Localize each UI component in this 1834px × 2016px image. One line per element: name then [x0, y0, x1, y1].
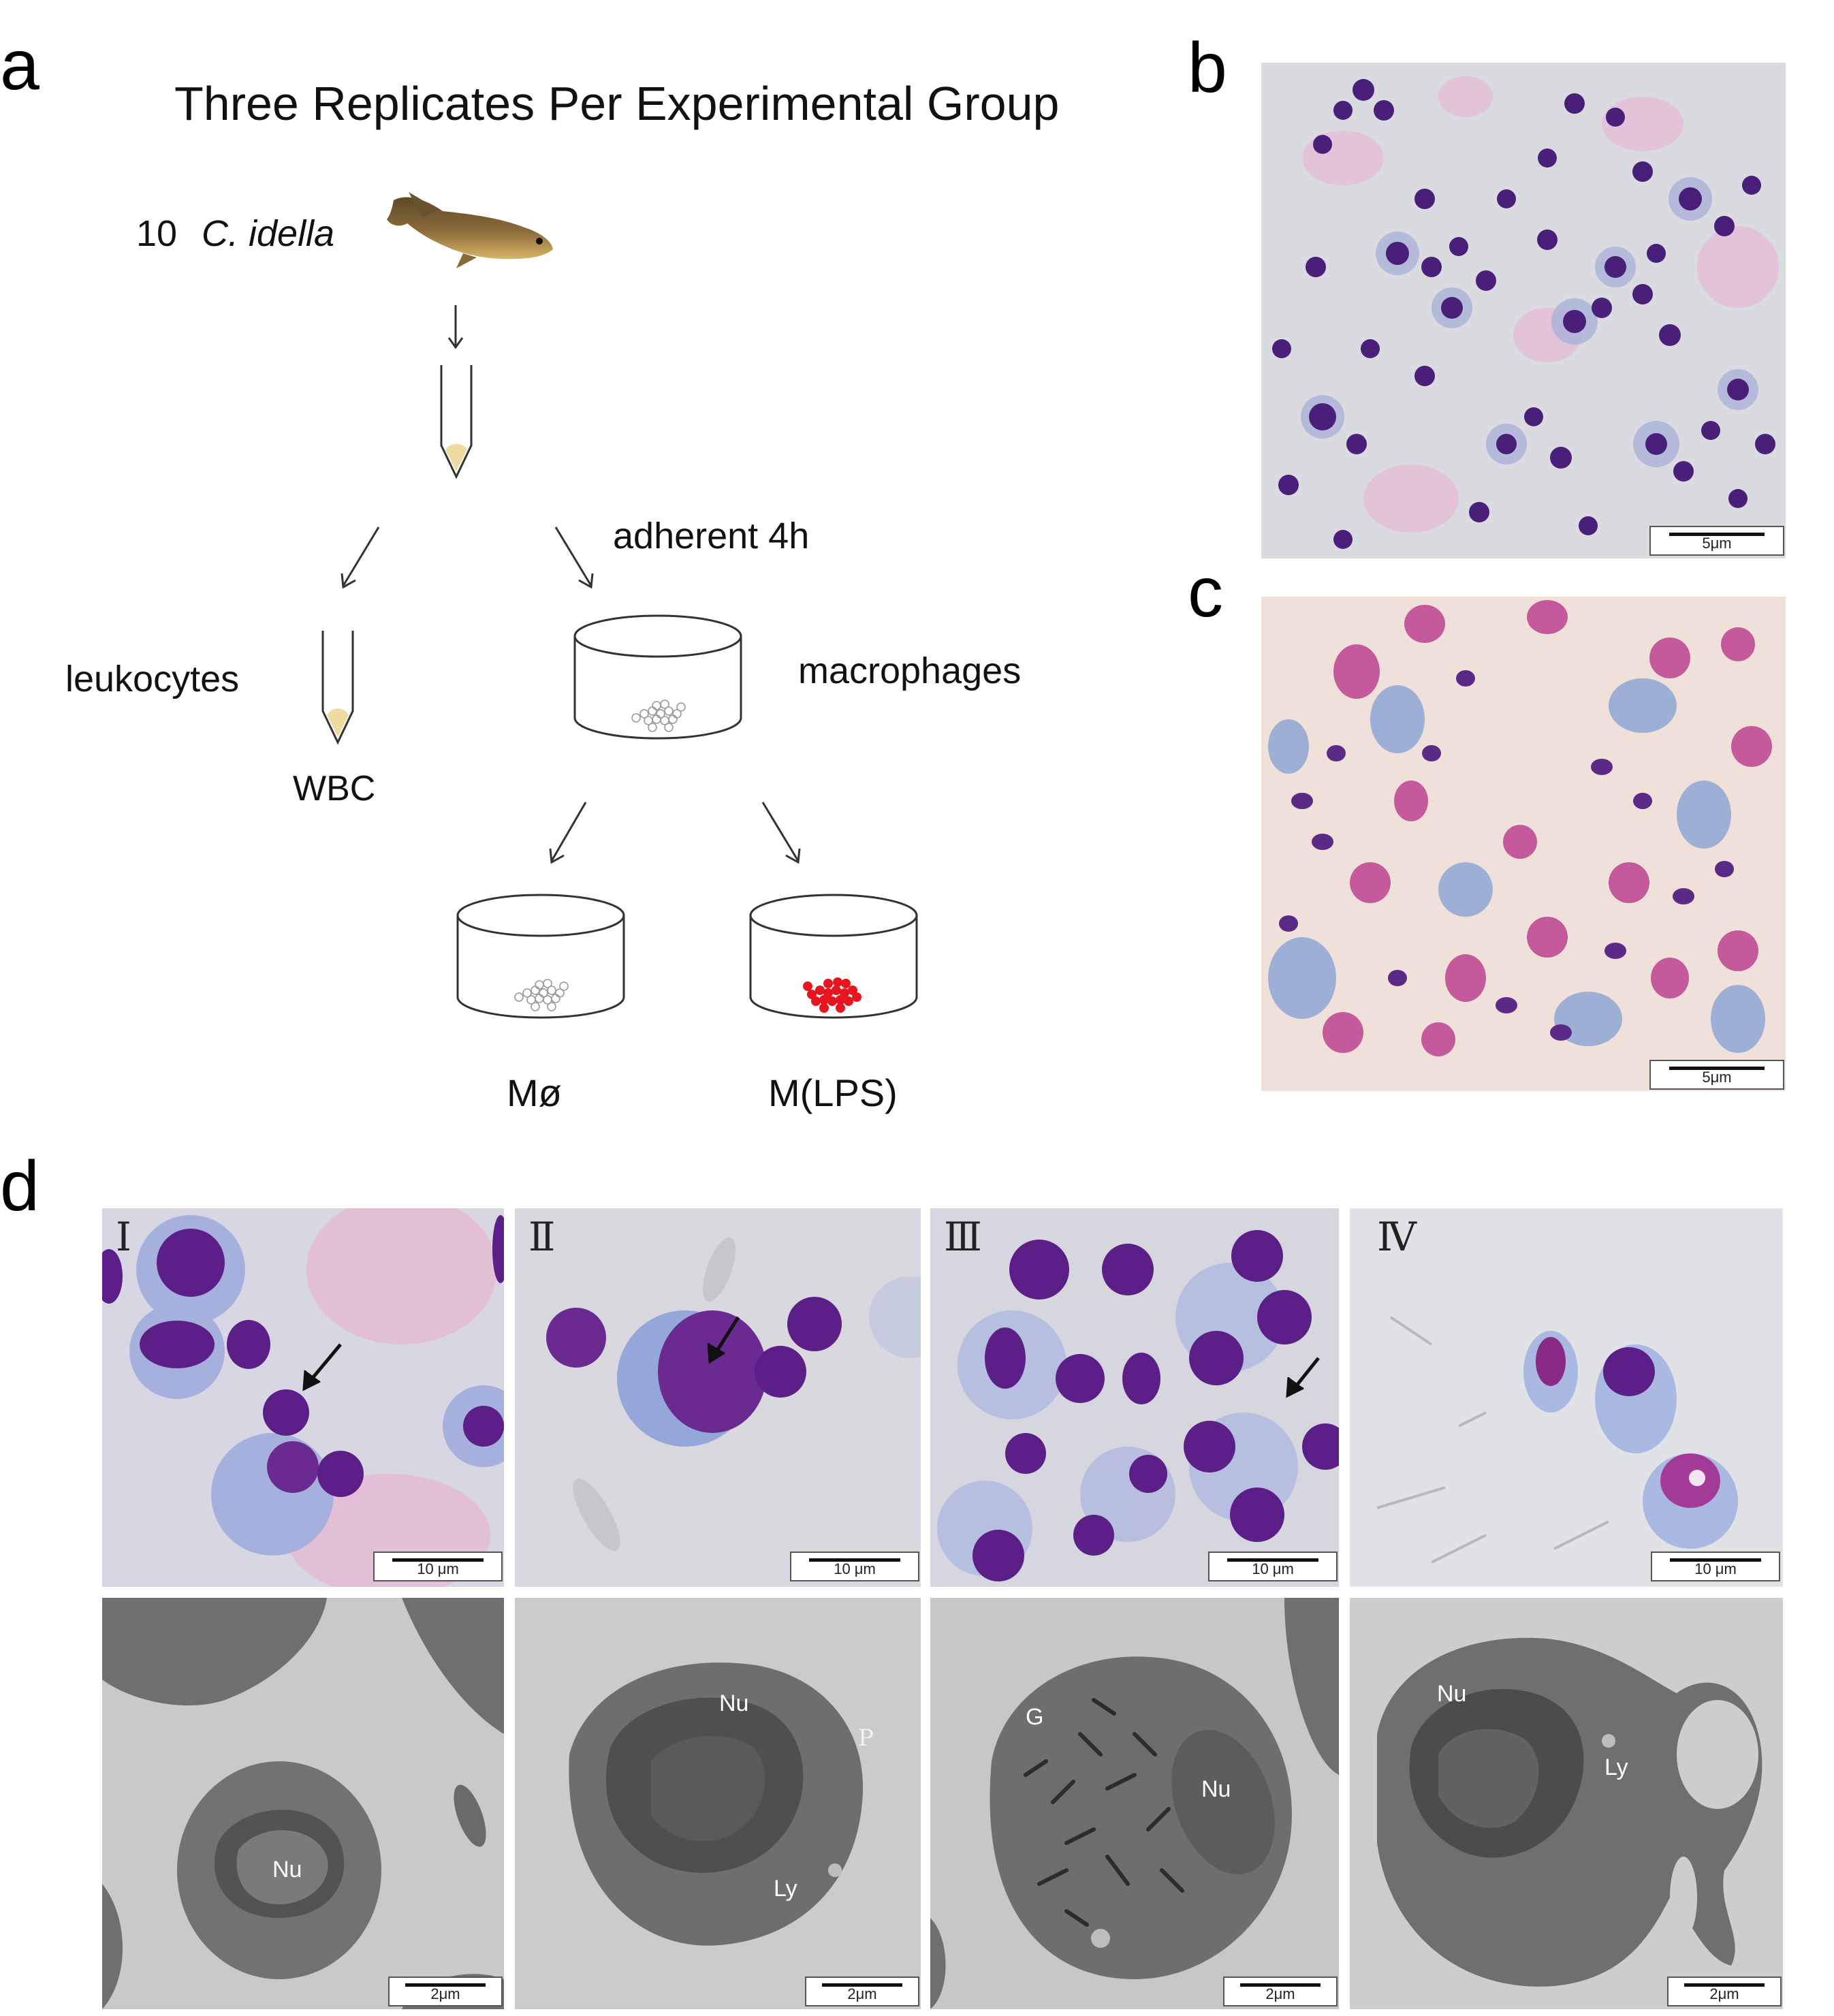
roman-numeral-4: Ⅳ — [1377, 1214, 1417, 1260]
panel-letter-b: b — [1188, 29, 1227, 108]
micrograph-d-em-1: Nu 2μm — [102, 1598, 504, 2009]
arrow-to-mlps — [761, 802, 801, 864]
dish-mo — [456, 894, 625, 1019]
schematic-title: Three Replicates Per Experimental Group — [174, 77, 1060, 130]
fish-count: 10 — [136, 213, 178, 254]
scale-bar-d-light-2: 10 μm — [790, 1552, 919, 1581]
scale-bar-d-em-3: 2μm — [1223, 1976, 1338, 2006]
micrograph-d-em-2: Nu P Ly 2μm — [515, 1598, 921, 2009]
scale-bar-d-light-3: 10 μm — [1208, 1552, 1338, 1581]
dish-mlps — [749, 894, 918, 1019]
tube-wbc-icon — [321, 631, 354, 745]
scale-bar-d-em-4: 2μm — [1667, 1976, 1782, 2006]
micrograph-d-em-4: Nu Ly 2μm — [1350, 1598, 1783, 2009]
scale-bar-c: 5μm — [1649, 1060, 1784, 1090]
scale-bar-d-light-4: 10 μm — [1651, 1552, 1780, 1581]
tube-icon — [440, 365, 473, 479]
micrograph-d-em-3: G Nu 2μm — [930, 1598, 1339, 2009]
panel-letter-d: d — [0, 1147, 39, 1226]
micrograph-d-light-4: Ⅳ 10 μm — [1350, 1208, 1783, 1587]
arrow-to-macrophages — [554, 526, 594, 589]
macrophages-label: macrophages — [798, 650, 1022, 691]
micrograph-d-light-3: Ⅲ 10 μm — [930, 1208, 1339, 1587]
em-4-label-nu: Nu — [1437, 1681, 1467, 1707]
wbc-label: WBC — [293, 769, 376, 808]
em-1-label-nu: Nu — [272, 1857, 302, 1883]
em-3-label-g: G — [1026, 1704, 1044, 1730]
scale-bar-d-em-2: 2μm — [805, 1976, 919, 2006]
arrow-to-mo — [549, 802, 587, 864]
em-4-label-ly: Ly — [1604, 1754, 1628, 1780]
scale-bar-d-light-1: 10 μm — [373, 1552, 503, 1581]
leukocytes-label: leukocytes — [65, 659, 240, 699]
em-2-label-ly: Ly — [774, 1876, 797, 1902]
micrograph-d-light-1: Ⅰ 10 μm — [102, 1208, 504, 1587]
mo-label: Mø — [507, 1071, 562, 1114]
dish-macrophages — [573, 614, 742, 740]
panel-letter-a: a — [0, 26, 39, 105]
roman-numeral-2: Ⅱ — [528, 1214, 556, 1260]
micrograph-d-light-2: Ⅱ 10 μm — [515, 1208, 921, 1587]
adherent-label: adherent 4h — [613, 516, 810, 556]
mlps-label: M(LPS) — [768, 1071, 898, 1114]
em-2-label-p: P — [858, 1724, 874, 1752]
roman-numeral-3: Ⅲ — [944, 1214, 982, 1260]
em-2-label-nu: Nu — [719, 1690, 749, 1716]
micrograph-c: 5μm — [1261, 597, 1786, 1091]
fish-illustration — [387, 192, 553, 268]
micrograph-b: 5μm — [1261, 63, 1786, 558]
arrow-down-1 — [447, 305, 464, 349]
em-3-label-nu: Nu — [1201, 1776, 1231, 1802]
arrow-to-leukocytes — [341, 526, 380, 589]
fish-species: C. idella — [202, 213, 335, 254]
roman-numeral-1: Ⅰ — [116, 1214, 131, 1260]
scale-bar-d-em-1: 2μm — [388, 1976, 503, 2006]
panel-letter-c: c — [1188, 553, 1223, 632]
scale-bar-b: 5μm — [1649, 526, 1784, 556]
